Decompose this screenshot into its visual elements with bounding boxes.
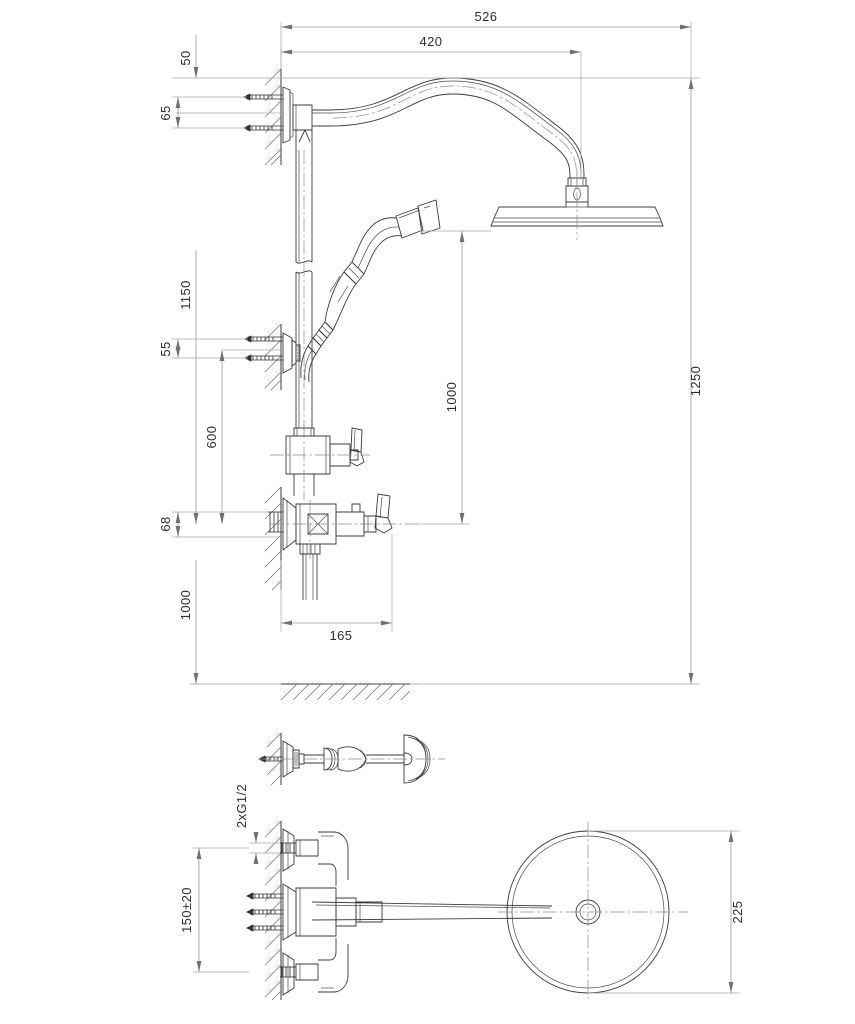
plan-anchor-bolt-3 — [246, 924, 283, 932]
dimension-1150: 1150 — [178, 250, 197, 524]
dimension-1000-head: 1000 — [420, 230, 491, 525]
mixer-valve — [268, 493, 420, 600]
plan-shower-head — [498, 822, 688, 1002]
view-plan-mixer-head: 2xG1/2 150±20 225 — [179, 784, 745, 1002]
dimension-55: 55 — [158, 338, 248, 359]
wall-lower — [264, 486, 282, 591]
dimension-150: 150±20 — [179, 847, 249, 973]
hand-shower-handset — [300, 199, 441, 383]
diverter-valve — [270, 424, 370, 500]
dimension-label-526: 526 — [475, 9, 498, 24]
floor-line — [190, 683, 420, 701]
dimension-600: 600 — [204, 349, 283, 524]
dimension-label-1000-head: 1000 — [444, 382, 459, 413]
dimension-label-420: 420 — [420, 34, 443, 49]
dimension-165: 165 — [280, 533, 393, 643]
top-inlet-assembly — [243, 86, 330, 150]
dimension-label-1250: 1250 — [688, 366, 703, 397]
dimension-label-1150: 1150 — [178, 280, 193, 310]
dimension-420: 420 — [280, 34, 582, 178]
wall-upper — [264, 68, 282, 166]
dimension-label-165: 165 — [330, 628, 353, 643]
dimension-225: 225 — [588, 830, 745, 994]
dimension-label-thread: 2xG1/2 — [234, 784, 249, 828]
mounting-bolt-upper — [243, 93, 283, 101]
view-front-elevation: 526 420 50 65 1250 — [158, 9, 703, 701]
dimension-label-1000-mixer: 1000 — [178, 590, 193, 621]
plan-upper-inlet — [280, 828, 349, 886]
riser-pipe — [295, 150, 313, 430]
dimension-label-68: 68 — [158, 516, 173, 531]
holder-bolt-upper — [244, 335, 283, 343]
dimension-label-225: 225 — [730, 901, 745, 924]
dimension-label-50: 50 — [178, 50, 193, 65]
plan-anchor-bolt-2 — [246, 908, 283, 916]
dimension-label-55: 55 — [158, 341, 173, 356]
dimension-label-150: 150±20 — [179, 887, 194, 933]
dimension-label-65: 65 — [158, 105, 173, 120]
dimension-68: 68 — [158, 511, 283, 538]
dimension-thread-spec: 2xG1/2 — [234, 784, 280, 864]
plan-anchor-bolt-1 — [246, 892, 283, 900]
view-holder-detail — [258, 732, 445, 786]
plan-lower-inlet — [280, 938, 349, 996]
holder-bolt-lower — [244, 354, 283, 362]
dimension-1000-mixer: 1000 — [178, 560, 199, 684]
dimension-1250: 1250 — [281, 77, 703, 685]
shower-arm — [329, 77, 585, 187]
mounting-bolt-lower — [243, 124, 283, 132]
dimension-526: 526 — [280, 9, 692, 78]
dimension-65: 65 — [158, 96, 283, 129]
dimension-label-600: 600 — [204, 426, 219, 449]
hand-shower-holder — [244, 332, 301, 374]
rain-shower-head — [490, 170, 664, 240]
dimension-50: 50 — [172, 35, 281, 79]
